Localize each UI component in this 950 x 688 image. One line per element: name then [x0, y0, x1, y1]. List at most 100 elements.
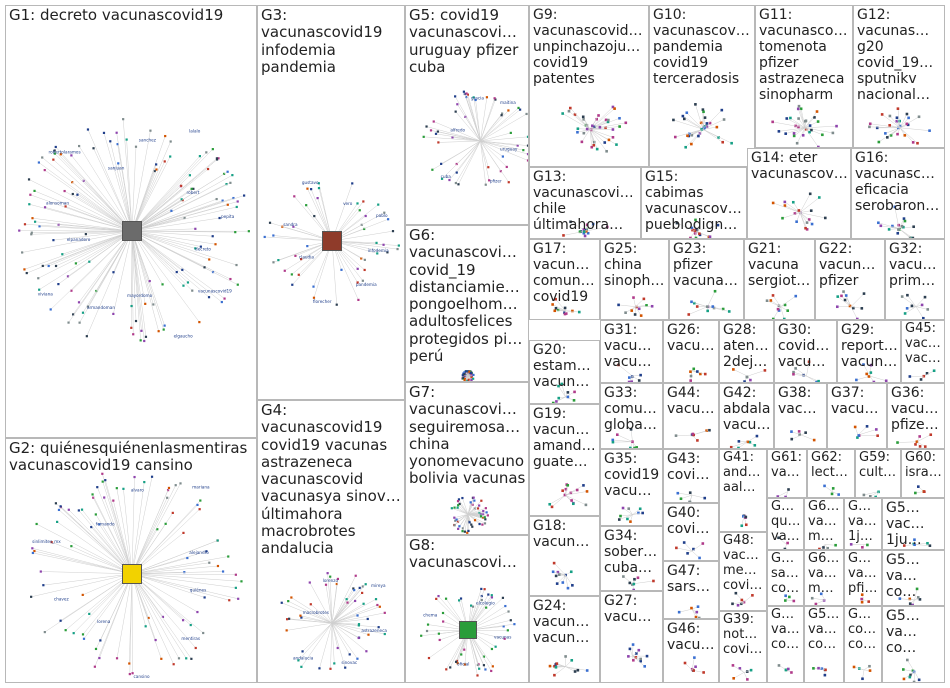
group-panel-g6x4: G6…va…me…	[804, 550, 844, 606]
node	[772, 294, 775, 297]
node	[318, 187, 320, 189]
node	[48, 265, 50, 267]
group-label-line: últimahora…	[533, 217, 638, 233]
node-label: vero	[343, 201, 353, 206]
group-label: G19:vacunas…amanda…guatem…	[533, 406, 597, 470]
group-label-line: me…	[808, 530, 841, 545]
node	[626, 518, 629, 521]
node	[582, 484, 585, 487]
node	[149, 130, 151, 132]
node	[112, 271, 114, 273]
node	[122, 488, 124, 490]
node	[889, 115, 892, 118]
node	[460, 653, 462, 655]
node	[358, 624, 360, 626]
node	[31, 547, 33, 549]
node	[173, 663, 175, 665]
node	[208, 258, 210, 260]
edge	[916, 307, 923, 319]
node	[574, 670, 577, 673]
node	[195, 647, 197, 649]
node	[293, 195, 295, 197]
node	[597, 114, 600, 117]
node	[298, 274, 300, 276]
node	[898, 120, 901, 123]
node	[863, 292, 866, 295]
node	[639, 507, 642, 510]
node	[793, 132, 796, 135]
node	[463, 91, 465, 93]
node	[234, 231, 236, 233]
node	[291, 273, 293, 275]
node	[933, 369, 936, 372]
group-label-line: G25:	[604, 241, 666, 257]
node	[605, 150, 608, 153]
edge	[900, 128, 918, 143]
group-label-line: G5…	[848, 552, 879, 567]
node	[178, 657, 180, 659]
edge	[132, 483, 181, 573]
group-label-line: vacuna	[748, 257, 812, 273]
group-label-line: G59:	[859, 451, 898, 466]
node	[805, 119, 808, 122]
group-label: G6…va…me…	[808, 500, 841, 545]
node	[634, 313, 637, 316]
group-panel-g33: G33:comu…globali…	[600, 383, 663, 449]
node	[706, 310, 709, 313]
node	[312, 286, 314, 288]
node	[199, 508, 201, 510]
node-label: cansino	[133, 674, 150, 679]
node	[772, 202, 775, 205]
node	[375, 598, 377, 600]
group-label-line: vac…	[905, 337, 942, 352]
node	[65, 629, 67, 631]
group-panel-g14: G14: etervacunascovi…	[747, 148, 851, 239]
group-label-line: bolivia vacunas	[409, 470, 526, 487]
group-label: G2: quiénesquiénenlasmentirasvacunascovi…	[9, 440, 254, 475]
group-label-line: vac…	[848, 515, 879, 530]
node	[96, 486, 98, 488]
group-panel-g1: decretovacunascovid19elgauchomayordomoar…	[5, 5, 257, 438]
node	[299, 615, 301, 617]
group-label-line: G26:	[667, 322, 716, 338]
node	[473, 497, 475, 499]
node	[33, 550, 35, 552]
group-label-line: sa…	[771, 567, 801, 582]
group-label-line: G6…	[808, 552, 841, 567]
node	[637, 649, 640, 652]
node	[487, 166, 489, 168]
node	[886, 136, 889, 139]
node	[817, 667, 820, 670]
node	[885, 379, 888, 382]
node	[868, 665, 871, 668]
node	[202, 632, 204, 634]
node	[608, 139, 611, 142]
edge	[692, 495, 705, 498]
node	[455, 182, 457, 184]
node	[175, 484, 177, 486]
group-label: G5…va…co…	[886, 552, 942, 600]
node	[639, 374, 642, 377]
node	[465, 370, 467, 372]
node	[876, 434, 879, 437]
node	[917, 485, 920, 488]
node	[646, 655, 649, 658]
group-label-line: G6…	[808, 500, 841, 515]
group-label-line: vacunascovid…	[409, 401, 526, 418]
group-panel-g32: G32:vacun…prime…	[885, 239, 945, 320]
group-label-line: vacunascovid19	[261, 24, 402, 41]
node	[903, 217, 906, 220]
node	[165, 523, 167, 525]
edge	[816, 600, 825, 604]
group-label-line: perú	[409, 348, 526, 365]
node	[212, 148, 214, 150]
node	[83, 638, 85, 640]
node	[130, 305, 132, 307]
node	[555, 307, 558, 310]
group-label: G5…va…pfi…	[848, 552, 879, 597]
node	[603, 141, 606, 144]
group-label-line: G8:	[409, 537, 526, 554]
node	[844, 299, 847, 302]
node	[551, 506, 554, 509]
group-label: G23:pfizervacuna…	[673, 241, 741, 289]
